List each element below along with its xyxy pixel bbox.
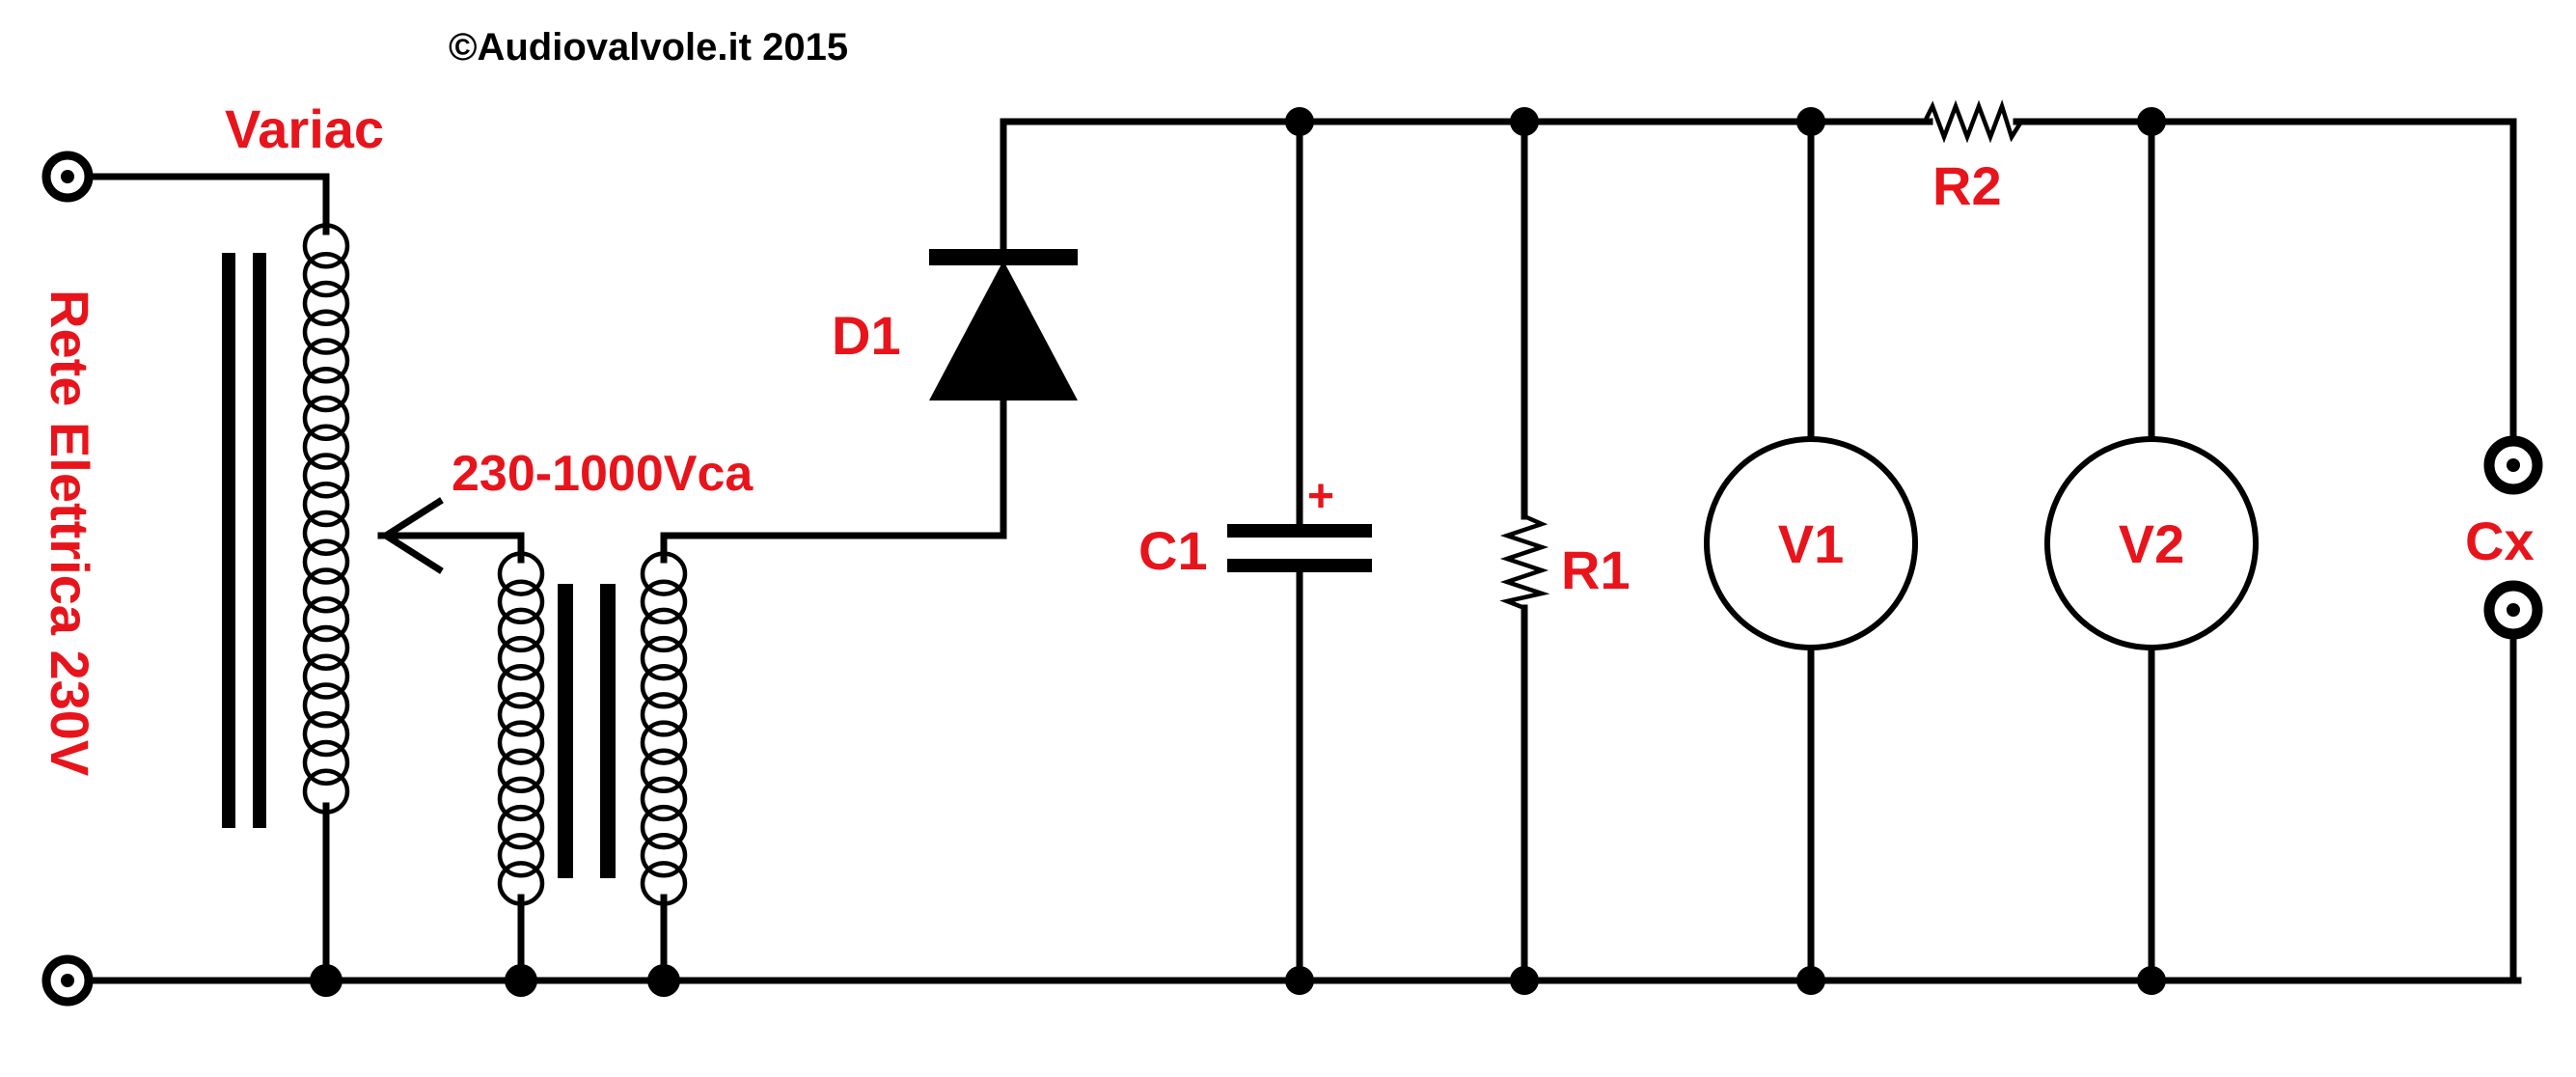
mains-terminals — [41, 151, 94, 1007]
junction-dot — [1510, 966, 1539, 995]
cx-terminals — [2483, 435, 2543, 640]
junction-dot — [1510, 107, 1539, 136]
coil-winding-loop — [497, 833, 545, 878]
coil-winding-loop — [640, 607, 688, 653]
secondary-voltage-label: 230-1000Vca — [452, 446, 754, 502]
coil-winding-loop — [302, 366, 350, 413]
coil-winding-loop — [302, 768, 350, 815]
resistor-r1-icon — [1499, 513, 1550, 611]
wires — [64, 118, 2522, 984]
coil-winding-loop — [640, 551, 688, 596]
coil-winding-loop — [302, 251, 350, 298]
resistor-r2-label: R2 — [1932, 155, 2002, 216]
junction-dots — [310, 107, 2166, 997]
coil-winding-loop — [497, 664, 545, 709]
variac-icon — [222, 223, 525, 828]
voltmeter-v1-icon — [1704, 436, 1918, 650]
coil-winding-loop — [497, 748, 545, 793]
variac-coil-icon — [302, 223, 350, 815]
junction-dot — [1796, 107, 1825, 136]
coil-winding-loop — [640, 861, 688, 906]
coil-winding-loop — [640, 635, 688, 681]
capacitor-polarity-label: + — [1307, 471, 1334, 522]
junction-dot — [1285, 107, 1314, 136]
coil-winding-loop — [640, 692, 688, 737]
coil-winding-loop — [497, 692, 545, 737]
coil-winding-loop — [302, 653, 350, 700]
coil-winding-loop — [497, 720, 545, 765]
coil-winding-loop — [302, 739, 350, 787]
coil-winding-loop — [497, 579, 545, 624]
coil-winding-loop — [640, 664, 688, 709]
coil-winding-loop — [302, 624, 350, 672]
coil-winding-loop — [640, 748, 688, 793]
resistor-r1-label: R1 — [1561, 539, 1631, 600]
diode-top-wire — [1000, 118, 1933, 260]
test-capacitor-cx-label: Cx — [2465, 511, 2535, 571]
coil-winding-loop — [640, 804, 688, 850]
coil-winding-loop — [497, 551, 545, 596]
copyright-text: ©Audiovalvole.it 2015 — [449, 26, 848, 69]
coil-winding-loop — [302, 595, 350, 643]
coil-winding-loop — [302, 538, 350, 585]
junction-dot — [2137, 107, 2166, 136]
coil-winding-loop — [302, 223, 350, 269]
secondary-top-wire — [660, 392, 1007, 564]
coil-winding-loop — [302, 682, 350, 729]
transformer-icon — [497, 551, 688, 906]
coil-winding-loop — [640, 833, 688, 878]
diode-d1-icon — [929, 249, 1078, 400]
variac-label: Variac — [225, 98, 384, 159]
junction-dot — [1285, 966, 1314, 995]
voltmeter-v1-label: V1 — [1778, 513, 1845, 574]
coil-winding-loop — [497, 861, 545, 906]
coil-winding-loop — [302, 453, 350, 499]
voltmeter-v2-label: V2 — [2119, 513, 2185, 574]
coil-winding-loop — [302, 424, 350, 470]
primary-coil-icon — [497, 551, 545, 906]
top-rail-right-wire — [2013, 118, 2517, 438]
junction-dot — [505, 964, 537, 997]
coil-winding-loop — [497, 607, 545, 653]
capacitor-c1-label: C1 — [1138, 520, 1208, 581]
variac-top-wire — [64, 173, 330, 235]
diode-d1-label: D1 — [832, 305, 901, 366]
coil-winding-loop — [302, 280, 350, 327]
coil-winding-loop — [302, 510, 350, 557]
coil-winding-loop — [640, 579, 688, 624]
junction-dot — [2137, 966, 2166, 995]
junction-dot — [310, 964, 343, 997]
junction-dot — [647, 964, 680, 997]
coil-winding-loop — [302, 309, 350, 355]
voltmeter-v2-icon — [2044, 436, 2259, 650]
secondary-coil-icon — [640, 551, 688, 906]
junction-dot — [1796, 966, 1825, 995]
coil-winding-loop — [497, 776, 545, 822]
coil-winding-loop — [302, 481, 350, 528]
coil-winding-loop — [640, 720, 688, 765]
capacitor-c1-icon — [1227, 524, 1372, 572]
coil-winding-loop — [302, 567, 350, 614]
coil-winding-loop — [497, 804, 545, 850]
coil-winding-loop — [640, 776, 688, 822]
coil-winding-loop — [302, 710, 350, 758]
mains-label: Rete Elettrica 230V — [40, 290, 100, 776]
coil-winding-loop — [302, 395, 350, 442]
coil-winding-loop — [497, 635, 545, 681]
resistor-r2-icon — [1922, 99, 2023, 144]
coil-winding-loop — [302, 338, 350, 384]
